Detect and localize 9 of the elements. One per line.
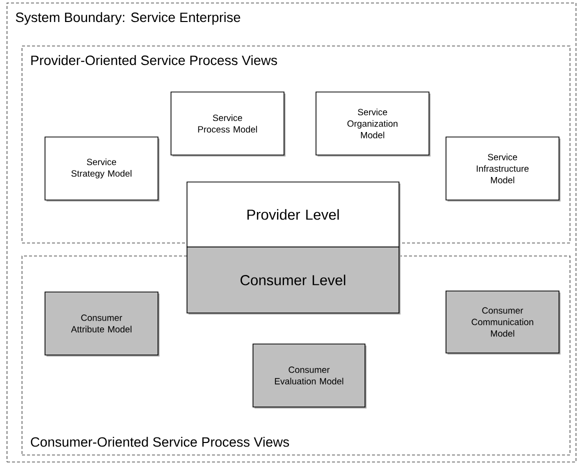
level-box: Provider Level bbox=[186, 182, 400, 248]
model-box: Service Organization Model bbox=[316, 92, 430, 156]
model-box: Service Strategy Model bbox=[44, 136, 160, 202]
model-box: Service Infrastructure Model bbox=[446, 136, 560, 202]
level-box: Consumer Level bbox=[186, 246, 400, 314]
model-box: Service Process Model bbox=[170, 92, 286, 156]
model-box: Consumer Evaluation Model bbox=[252, 344, 366, 408]
model-box: Consumer Attribute Model bbox=[44, 292, 160, 356]
model-box: Consumer Communication Model bbox=[446, 290, 560, 354]
